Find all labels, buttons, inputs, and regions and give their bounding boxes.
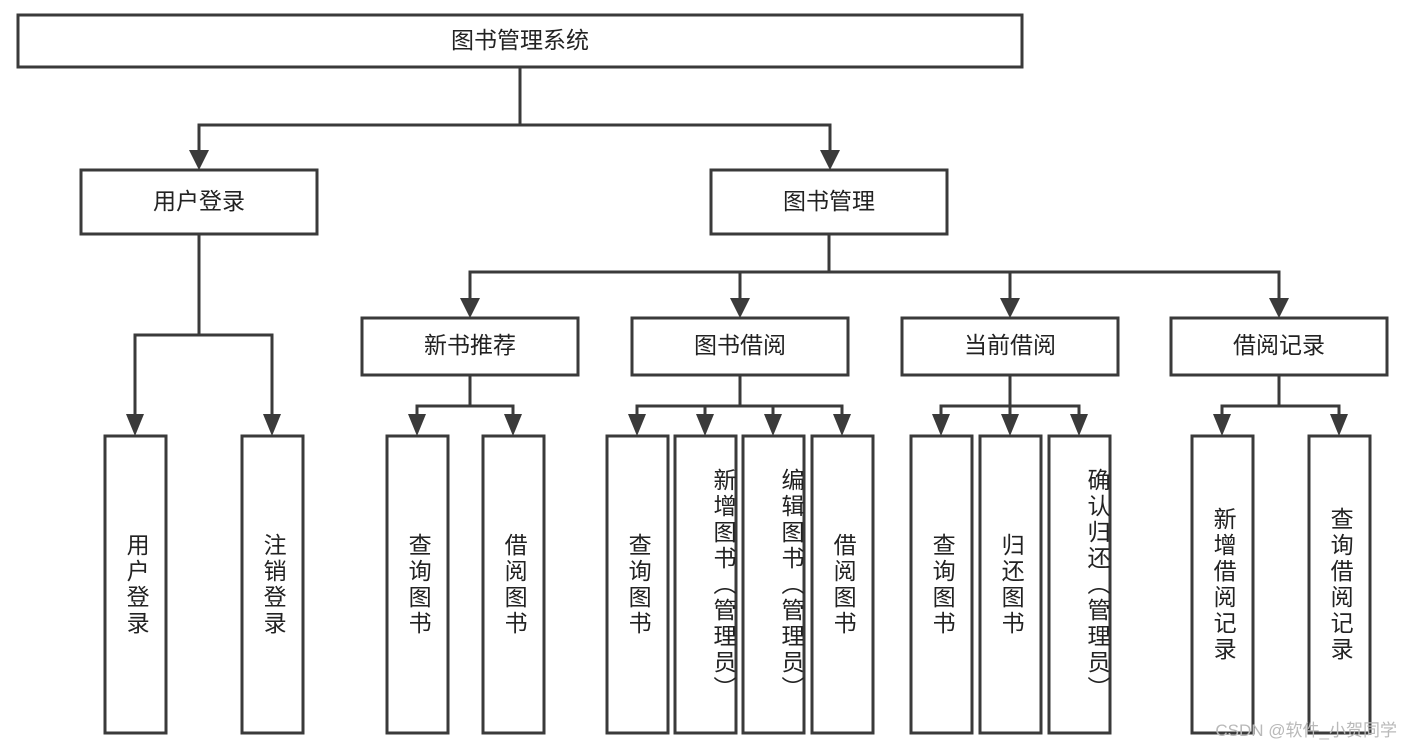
arrowhead-leaf-user-login xyxy=(126,414,144,436)
node-current-borrow-box[interactable] xyxy=(900,316,1120,377)
node-book-manage-label: 图书管理 xyxy=(783,188,875,214)
arrowhead-new-book-recommend xyxy=(460,298,480,318)
node-new-book-recommend-label: 新书推荐 xyxy=(424,332,516,358)
arrowhead-user-login xyxy=(189,150,209,170)
arrowhead-leaf-query-record xyxy=(1330,414,1348,436)
node-root-box[interactable] xyxy=(16,13,1024,69)
node-current-borrow-label: 当前借阅 xyxy=(964,332,1056,358)
node-current-borrow[interactable]: 当前借阅 xyxy=(900,316,1120,377)
node-leaf-add-book-box[interactable] xyxy=(673,434,738,735)
node-root-label: 图书管理系统 xyxy=(451,27,589,53)
arrowhead-book-manage xyxy=(820,150,840,170)
node-borrow-record-box[interactable] xyxy=(1169,316,1389,377)
arrowhead-book-borrow xyxy=(730,298,750,318)
arrowhead-leaf-borrow-book-1 xyxy=(504,414,522,436)
node-leaf-borrow-book-2-box[interactable] xyxy=(810,434,875,735)
arrowhead-borrow-record xyxy=(1269,298,1289,318)
node-leaf-return-book-box[interactable] xyxy=(978,434,1043,735)
node-leaf-query-record-box[interactable] xyxy=(1307,434,1372,735)
arrowhead-leaf-confirm-return xyxy=(1070,414,1088,436)
arrowhead-leaf-return-book xyxy=(1001,414,1019,436)
node-borrow-record-label: 借阅记录 xyxy=(1233,332,1325,358)
node-user-login-label: 用户登录 xyxy=(153,188,245,214)
node-leaf-edit-book-box[interactable] xyxy=(741,434,806,735)
csdn-watermark: CSDN @软件_小贺同学 xyxy=(1215,721,1397,740)
node-leaf-confirm-return-box[interactable] xyxy=(1047,434,1112,735)
arrowhead-leaf-edit-book xyxy=(764,414,782,436)
node-book-manage-box[interactable] xyxy=(709,168,949,236)
node-user-login[interactable]: 用户登录 xyxy=(79,168,319,236)
node-leaf-query-book-1-box[interactable] xyxy=(385,434,450,735)
arrowhead-leaf-query-book-3 xyxy=(932,414,950,436)
node-user-login-box[interactable] xyxy=(79,168,319,236)
node-leaf-user-login-box[interactable] xyxy=(103,434,168,735)
node-new-book-recommend-box[interactable] xyxy=(360,316,580,377)
arrowhead-leaf-add-book xyxy=(696,414,714,436)
node-leaf-add-record-box[interactable] xyxy=(1190,434,1255,735)
node-root[interactable]: 图书管理系统 xyxy=(16,13,1024,69)
node-new-book-recommend[interactable]: 新书推荐 xyxy=(360,316,580,377)
node-leaf-query-book-2-box[interactable] xyxy=(605,434,670,735)
node-book-borrow-label: 图书借阅 xyxy=(694,332,786,358)
node-book-borrow-box[interactable] xyxy=(630,316,850,377)
node-leaf-query-book-3-box[interactable] xyxy=(909,434,974,735)
node-book-borrow[interactable]: 图书借阅 xyxy=(630,316,850,377)
node-leaf-user-logout-box[interactable] xyxy=(240,434,305,735)
node-leaf-borrow-book-1-box[interactable] xyxy=(481,434,546,735)
arrowhead-leaf-user-logout xyxy=(263,414,281,436)
leaf-box-layer xyxy=(103,434,1372,735)
arrowhead-current-borrow xyxy=(1000,298,1020,318)
node-borrow-record[interactable]: 借阅记录 xyxy=(1169,316,1389,377)
arrowhead-leaf-add-record xyxy=(1213,414,1231,436)
arrowhead-leaf-query-book-1 xyxy=(408,414,426,436)
arrowhead-layer xyxy=(126,150,1348,436)
node-book-manage[interactable]: 图书管理 xyxy=(709,168,949,236)
arrowhead-leaf-query-book-2 xyxy=(628,414,646,436)
arrowhead-leaf-borrow-book-2 xyxy=(833,414,851,436)
